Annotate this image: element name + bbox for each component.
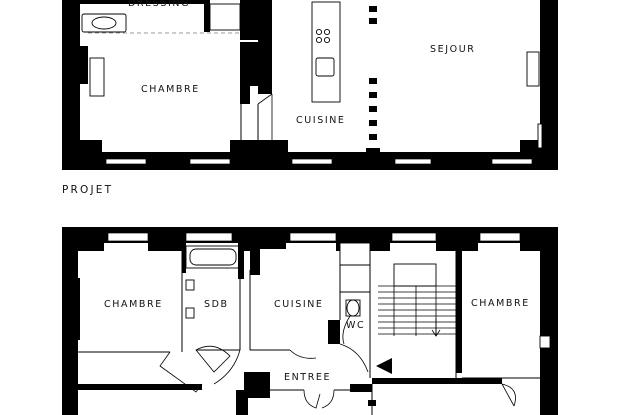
existing-plan	[62, 0, 558, 170]
room-label-chambre: CHAMBRE	[141, 84, 200, 95]
room-label-sdb: SDB	[204, 299, 229, 310]
section-title: PROJET	[62, 184, 113, 196]
room-label-cuisine: CUISINE	[296, 115, 346, 126]
room-label-entree: ENTREE	[284, 372, 331, 383]
room-label-cuisine-project: CUISINE	[274, 299, 324, 310]
project-plan	[62, 227, 558, 415]
room-label-chambre-right: CHAMBRE	[471, 298, 530, 309]
room-label-sejour: SEJOUR	[430, 44, 475, 55]
room-label-chambre-left: CHAMBRE	[104, 299, 163, 310]
room-label-dressing: DRESSING	[128, 0, 190, 9]
room-label-wc: WC	[346, 320, 365, 331]
